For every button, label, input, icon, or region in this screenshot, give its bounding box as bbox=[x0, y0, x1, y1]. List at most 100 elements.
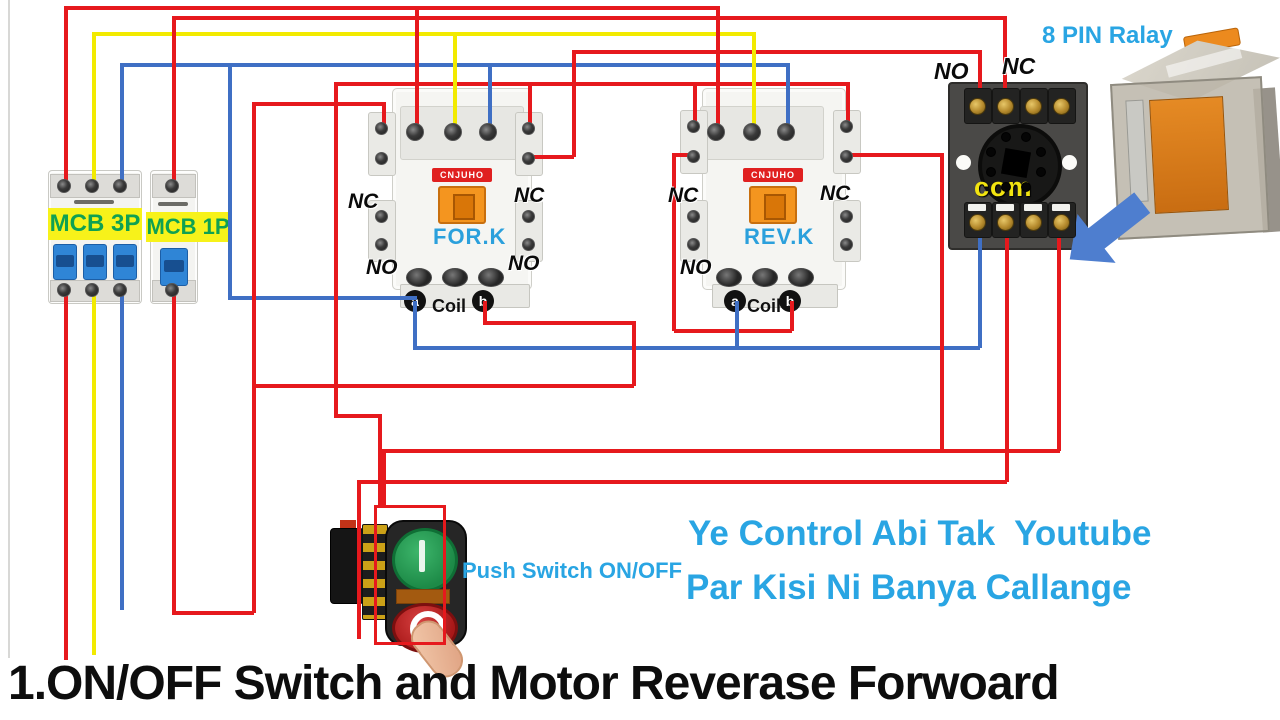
terminal-screw bbox=[1052, 213, 1070, 231]
mcb-1p-toggle bbox=[160, 248, 188, 286]
wire bbox=[846, 82, 850, 128]
wire bbox=[528, 155, 574, 159]
terminal-screw bbox=[1021, 132, 1032, 143]
bottom-screw bbox=[752, 268, 778, 287]
wire bbox=[334, 82, 848, 86]
wire bbox=[453, 32, 457, 134]
wire bbox=[572, 50, 980, 54]
wire bbox=[415, 6, 419, 134]
mcb-3p-toggle-2 bbox=[83, 244, 107, 280]
revk-brand-label: CNJUHO bbox=[743, 168, 803, 182]
wire bbox=[413, 301, 417, 348]
wire bbox=[334, 82, 338, 416]
wire bbox=[1003, 16, 1007, 104]
arrow-icon bbox=[1069, 192, 1151, 263]
wire bbox=[92, 32, 96, 184]
wire bbox=[252, 384, 634, 388]
no-label: NO bbox=[366, 256, 398, 279]
wire bbox=[848, 153, 942, 157]
wire bbox=[672, 153, 676, 331]
wire bbox=[978, 232, 982, 348]
terminal-screw bbox=[113, 283, 127, 297]
nc-label: NC bbox=[668, 184, 699, 207]
push-switch-label: Push Switch ON/OFF bbox=[462, 558, 683, 583]
terminal-screw bbox=[1035, 167, 1046, 178]
terminal-screw bbox=[686, 149, 700, 163]
terminal-screw bbox=[1035, 146, 1046, 157]
wire bbox=[790, 301, 794, 331]
terminal-screw bbox=[374, 121, 388, 135]
mcb-3p-label: MCB 3P bbox=[48, 208, 142, 240]
mcb-1p-label: MCB 1P bbox=[146, 212, 230, 242]
wire bbox=[978, 50, 982, 106]
wire bbox=[735, 301, 739, 348]
socket-terminal-slot bbox=[1024, 204, 1042, 211]
wire bbox=[1057, 222, 1061, 451]
mcb-1p-brand-bar bbox=[158, 202, 188, 206]
terminal-screw bbox=[406, 123, 424, 141]
wire bbox=[92, 288, 96, 655]
nc-label: NC bbox=[348, 190, 379, 213]
terminal-screw bbox=[85, 179, 99, 193]
terminal-screw bbox=[165, 283, 179, 297]
mcb-3p-toggle-1 bbox=[53, 244, 77, 280]
revk-button bbox=[749, 186, 797, 224]
wire bbox=[752, 32, 756, 134]
push-switch-on-symbol bbox=[419, 540, 425, 572]
wire bbox=[357, 480, 361, 639]
terminal-screw bbox=[968, 213, 986, 231]
wire bbox=[1005, 222, 1009, 482]
wire bbox=[632, 321, 636, 386]
terminal-screw bbox=[374, 151, 388, 165]
wire bbox=[528, 82, 532, 130]
push-switch-photo bbox=[328, 512, 478, 684]
wire bbox=[172, 288, 176, 613]
wire bbox=[92, 32, 754, 36]
wire bbox=[483, 301, 487, 323]
bottom-screw bbox=[406, 268, 432, 287]
terminal-screw bbox=[521, 121, 535, 135]
terminal-screw bbox=[57, 283, 71, 297]
terminal-screw bbox=[374, 209, 388, 223]
terminal-screw bbox=[113, 179, 127, 193]
terminal-screw bbox=[686, 237, 700, 251]
fork-brand-label: CNJUHO bbox=[432, 168, 492, 182]
terminal-screw bbox=[165, 179, 179, 193]
mcb-3p-toggle-3 bbox=[113, 244, 137, 280]
terminal-screw bbox=[1024, 97, 1042, 115]
fork-name: FOR.K bbox=[433, 224, 507, 249]
terminal-screw bbox=[444, 123, 462, 141]
relay-title: 8 PIN Ralay bbox=[1042, 22, 1173, 49]
wire bbox=[172, 16, 1005, 20]
revk-coil-strip bbox=[712, 284, 838, 308]
wire bbox=[120, 63, 124, 183]
terminal-screw bbox=[1000, 181, 1011, 192]
fork-button bbox=[438, 186, 486, 224]
wire bbox=[488, 63, 492, 135]
no-label: NO bbox=[508, 252, 540, 275]
promo-line-1: Ye Control Abi Tak Youtube bbox=[688, 514, 1152, 553]
terminal-screw bbox=[839, 149, 853, 163]
wire bbox=[64, 288, 68, 660]
terminal-screw bbox=[521, 151, 535, 165]
page-title: 1.ON/OFF Switch and Motor Reverase Forwo… bbox=[8, 657, 1060, 710]
relay-photo-coil bbox=[1149, 96, 1229, 214]
wire bbox=[716, 6, 720, 134]
wire bbox=[172, 611, 254, 615]
terminal-screw bbox=[1000, 132, 1011, 143]
terminal-screw bbox=[839, 237, 853, 251]
bottom-screw bbox=[478, 268, 504, 287]
wire bbox=[64, 6, 68, 184]
wire bbox=[674, 329, 792, 333]
terminal-screw bbox=[839, 209, 853, 223]
terminal-screw bbox=[968, 97, 986, 115]
wire bbox=[382, 102, 386, 130]
no-label: NO bbox=[934, 58, 969, 84]
revk-coil-label: Coil bbox=[747, 296, 781, 316]
terminal-screw bbox=[996, 97, 1014, 115]
terminal-screw bbox=[777, 123, 795, 141]
bottom-screw bbox=[716, 268, 742, 287]
socket-terminal-slot bbox=[996, 204, 1014, 211]
terminal-screw bbox=[686, 209, 700, 223]
wire bbox=[413, 346, 980, 350]
